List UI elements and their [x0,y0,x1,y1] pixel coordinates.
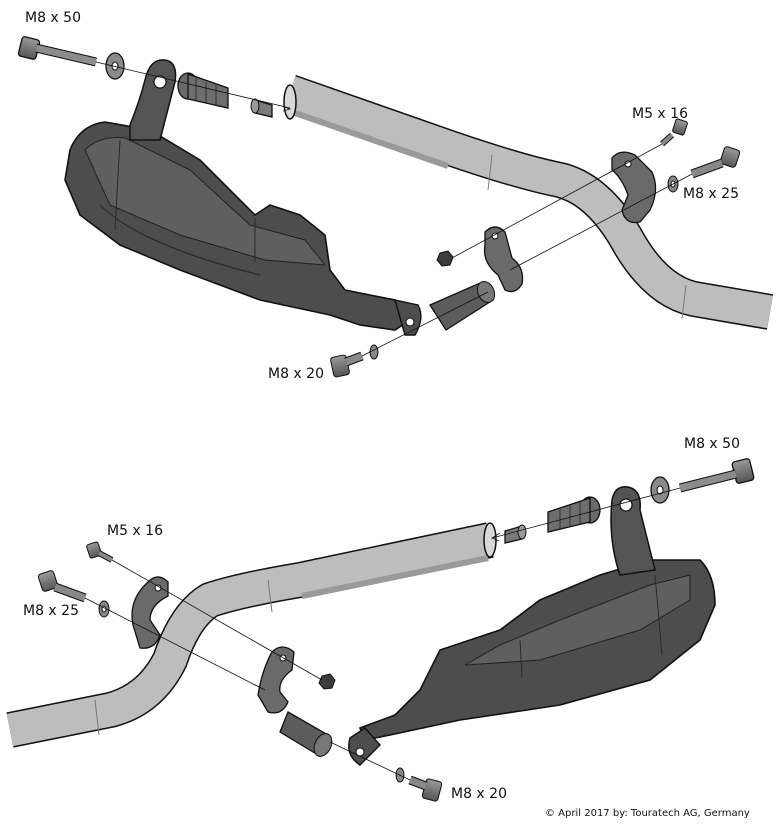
top-assembly [17,36,774,378]
top-label-m5x16: M5 x 16 [632,106,688,122]
top-hand-guard [64,59,422,336]
copyright-notice: © April 2017 by: Touratech AG, Germany [545,808,750,819]
bottom-upper-hardware [491,458,755,544]
bottom-label-m8x25: M8 x 25 [23,603,79,619]
bottom-assembly [6,458,755,802]
bottom-hand-guard [348,486,716,766]
top-handlebar [283,75,774,330]
top-label-m8x50: M8 x 50 [25,10,81,26]
top-clamp-hardware [330,118,741,378]
bottom-handlebar [6,522,497,748]
bottom-label-m8x50: M8 x 50 [684,436,740,452]
top-label-m8x25: M8 x 25 [683,186,739,202]
top-upper-hardware [17,36,292,118]
bottom-label-m8x20: M8 x 20 [451,786,507,802]
bottom-clamp-hardware [37,541,443,802]
top-label-m8x20: M8 x 20 [268,366,324,382]
bottom-label-m5x16: M5 x 16 [107,523,163,539]
